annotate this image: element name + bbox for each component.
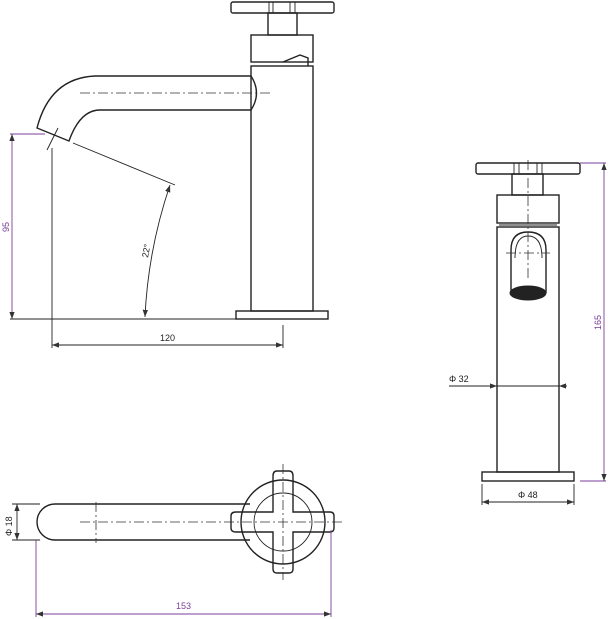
handle-stem [267,12,298,36]
spout [36,75,251,142]
top-view: Φ 18 153 [4,464,343,617]
base-diameter-label: Φ 48 [518,490,538,500]
cross-handle [230,1,335,14]
total-length-label: 153 [176,601,191,611]
total-height-label: 165 [593,315,603,330]
base-plate [235,310,329,320]
angle-label: 22° [140,243,152,259]
cross-handle [230,470,335,574]
angle-dimension [142,184,171,318]
base-plate [481,471,575,482]
spout-diameter-label: Φ 18 [4,516,14,536]
side-view: 22° 95 120 [1,1,335,348]
spout-top [36,503,250,541]
spout-front [510,231,547,293]
aerator [509,285,547,301]
reach-label: 120 [160,333,175,343]
handle-stem [511,173,544,196]
bonnet [250,34,314,63]
front-view: 165 Φ 32 Φ 48 [449,160,607,505]
body-diameter-label: Φ 32 [449,374,469,384]
body [250,65,314,312]
height-label: 95 [1,222,11,232]
